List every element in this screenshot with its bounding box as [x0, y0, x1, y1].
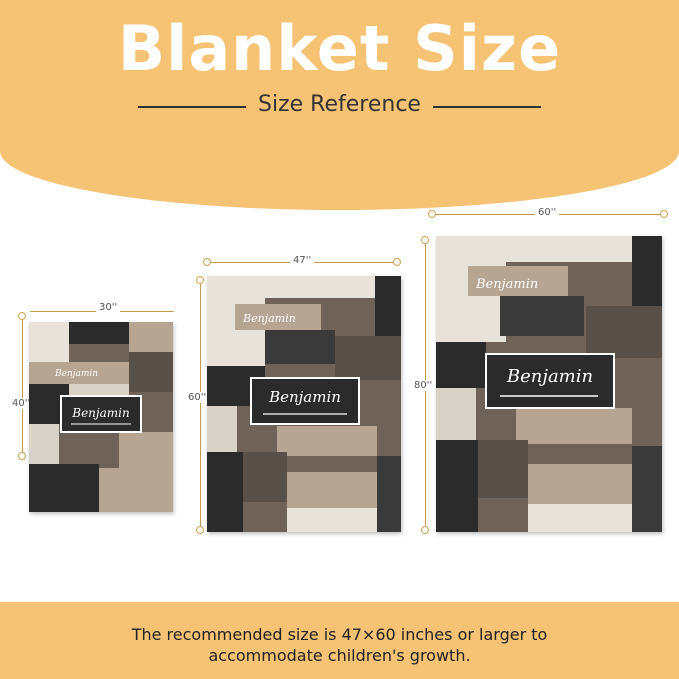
medium-width-dot-left [203, 258, 211, 266]
medium-blanket: Benjamin Benjamin [207, 276, 401, 532]
medium-width-dot-right [393, 258, 401, 266]
medium-blanket-name: Benjamin [268, 388, 341, 406]
large-blanket-name: Benjamin [506, 366, 593, 387]
small-height-line [22, 316, 23, 458]
medium-height-dot-top [196, 276, 204, 284]
page-title: Blanket Size [117, 12, 562, 85]
large-width-label: 60'' [535, 207, 560, 218]
medium-height-line [200, 280, 201, 532]
subtitle-row: Size Reference [0, 92, 679, 122]
small-blanket-name-top: Benjamin [54, 369, 98, 379]
recommendation-note: The recommended size is 47×60 inches or … [40, 624, 639, 666]
header-band [0, 0, 679, 210]
page-subtitle: Size Reference [258, 92, 421, 117]
large-blanket-name-top: Benjamin [475, 277, 538, 292]
recommendation-line-1: The recommended size is 47×60 inches or … [131, 625, 548, 644]
small-width-label: 30'' [96, 302, 121, 313]
large-height-dot-top [421, 236, 429, 244]
subtitle-divider-right [433, 106, 541, 108]
large-blanket: Benjamin Benjamin [436, 236, 662, 532]
small-height-label: 40'' [12, 398, 31, 409]
small-height-dot-bottom [18, 452, 26, 460]
large-width-dot-left [428, 210, 436, 218]
medium-height-label: 60'' [188, 392, 207, 403]
large-width-dot-right [660, 210, 668, 218]
small-blanket: Benjamin Benjamin [29, 322, 173, 512]
large-height-dot-bottom [421, 526, 429, 534]
subtitle-divider-left [138, 106, 246, 108]
footer-band [0, 602, 679, 679]
medium-width-label: 47'' [290, 255, 315, 266]
medium-blanket-name-top: Benjamin [242, 312, 296, 325]
small-blanket-name: Benjamin [71, 406, 129, 420]
recommendation-line-2: accommodate children's growth. [208, 646, 471, 665]
small-height-dot-top [18, 312, 26, 320]
large-height-label: 80'' [414, 380, 433, 391]
medium-height-dot-bottom [196, 526, 204, 534]
